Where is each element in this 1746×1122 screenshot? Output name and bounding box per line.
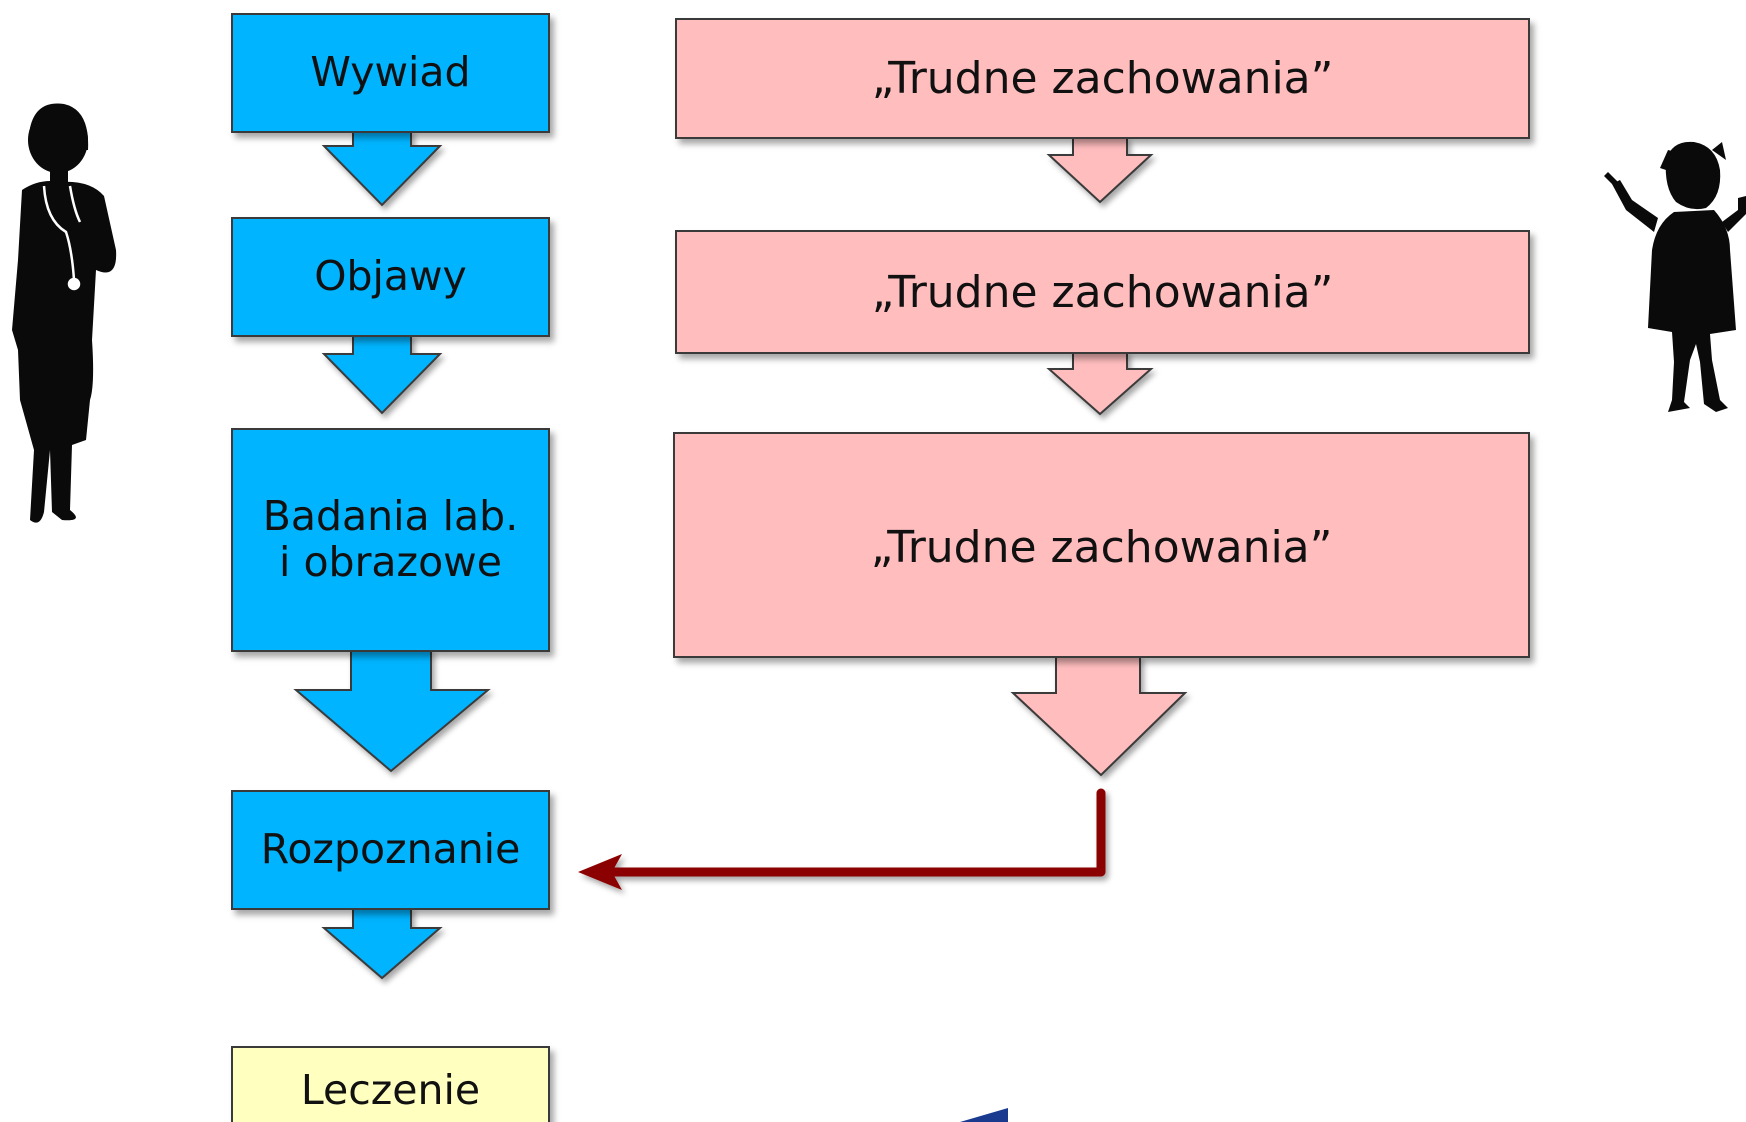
behavior-label-3: „Trudne zachowania”	[870, 522, 1333, 573]
step-box-rozpoznanie: Rozpoznanie	[231, 790, 550, 910]
step-box-badania: Badania lab. i obrazowe	[231, 428, 550, 652]
arrow-behavior-1-to-2	[1046, 137, 1154, 204]
step-box-wywiad: Wywiad	[231, 13, 550, 133]
arrow-behavior-2-to-3	[1046, 351, 1154, 416]
arrow-behavior-3-down	[1010, 656, 1188, 777]
arrow-wywiad-to-objawy	[321, 130, 443, 207]
step-label-rozpoznanie: Rozpoznanie	[260, 825, 521, 874]
behavior-box-2: „Trudne zachowania”	[675, 230, 1530, 354]
step-label-wywiad: Wywiad	[310, 48, 471, 97]
step-label-badania: Badania lab. i obrazowe	[262, 492, 519, 586]
behavior-box-3: „Trudne zachowania”	[673, 432, 1530, 658]
step-box-objawy: Objawy	[231, 217, 550, 337]
behavior-label-1: „Trudne zachowania”	[871, 53, 1334, 104]
doctor-silhouette-icon	[12, 103, 117, 523]
elbow-arrow-to-rozpoznanie	[578, 788, 1106, 890]
step-label-leczenie: Leczenie	[300, 1066, 481, 1114]
child-silhouette-icon	[1604, 141, 1746, 412]
arrow-objawy-to-badania	[321, 334, 443, 415]
stethoscope-icon	[42, 185, 82, 291]
step-label-objawy: Objawy	[314, 252, 467, 301]
step-box-leczenie: Leczenie	[231, 1046, 550, 1122]
arrow-rozpoznanie-to-leczenie	[321, 907, 443, 980]
behavior-box-1: „Trudne zachowania”	[675, 18, 1530, 139]
partial-navy-shape	[960, 1108, 1008, 1122]
arrow-badania-to-rozpoznanie	[293, 649, 491, 773]
behavior-label-2: „Trudne zachowania”	[871, 266, 1334, 318]
